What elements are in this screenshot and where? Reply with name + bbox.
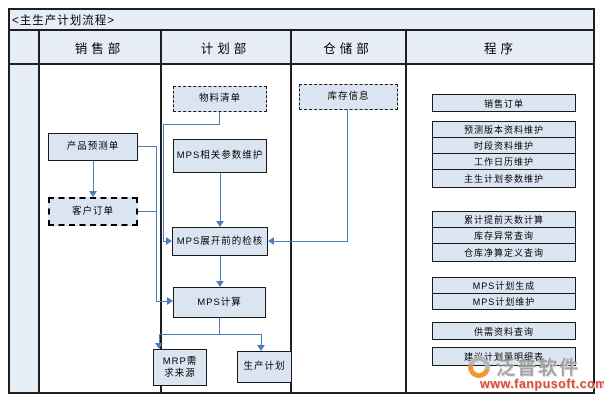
program-box-inventory-exception: 库存异常查询 bbox=[432, 227, 576, 244]
grid-line bbox=[8, 63, 595, 65]
arrowhead-icon bbox=[216, 281, 224, 287]
program-box-mps-parameter: 主生计划参数维护 bbox=[432, 169, 576, 188]
grid-line bbox=[8, 29, 595, 31]
arrowhead-icon bbox=[257, 345, 265, 351]
program-box-mps-maintain: MPS计划维护 bbox=[432, 293, 576, 310]
connector-line bbox=[163, 124, 220, 125]
connector-line bbox=[261, 334, 262, 345]
program-box-time-bucket: 时段资料维护 bbox=[432, 137, 576, 154]
connector-line bbox=[156, 146, 157, 302]
arrowhead-icon bbox=[167, 297, 173, 305]
left-gutter-column bbox=[10, 64, 38, 392]
connector-line bbox=[274, 241, 348, 242]
connector-line bbox=[219, 111, 220, 125]
connector-line bbox=[347, 110, 348, 242]
connector-line bbox=[220, 173, 221, 221]
column-header-programs: 程序 bbox=[483, 41, 517, 56]
program-box-mps-generate: MPS计划生成 bbox=[432, 277, 576, 294]
page-title: <主生产计划流程> bbox=[12, 15, 115, 27]
flow-box-inventory-info: 库存信息 bbox=[299, 84, 398, 110]
connector-line bbox=[93, 161, 94, 192]
program-box-suggested-plan-detail: 建议计划量明细表 bbox=[432, 347, 576, 366]
column-header-sales: 销售部 bbox=[74, 41, 125, 56]
connector-line bbox=[138, 146, 157, 147]
header-row-background bbox=[10, 30, 593, 64]
watermark: 泛普软件 www.fanpusoft.com bbox=[463, 351, 604, 401]
connector-line bbox=[156, 301, 167, 302]
arrowhead-icon bbox=[268, 237, 274, 245]
arrowhead-icon bbox=[155, 343, 163, 349]
title-row-background bbox=[10, 10, 593, 30]
connector-line bbox=[220, 256, 221, 281]
arrowhead-icon bbox=[166, 237, 172, 245]
connector-line bbox=[138, 211, 157, 212]
brand-name: 泛普软件 bbox=[496, 358, 581, 379]
flow-box-production-plan: 生产计划 bbox=[237, 351, 292, 383]
flow-box-bom: 物料清单 bbox=[173, 86, 267, 112]
flow-box-mrp-demand-source: MRP需求来源 bbox=[153, 349, 207, 386]
column-header-warehouse: 仓储部 bbox=[323, 41, 373, 56]
flow-box-customer-order: 客户订单 bbox=[48, 197, 138, 226]
grid-line bbox=[405, 30, 407, 394]
program-box-sales-order: 销售订单 bbox=[432, 94, 576, 112]
table-frame bbox=[8, 8, 595, 394]
column-header-planning: 计划部 bbox=[200, 41, 251, 56]
flow-box-product-forecast: 产品预测单 bbox=[48, 133, 138, 161]
grid-line bbox=[38, 30, 40, 394]
connector-line bbox=[219, 318, 220, 335]
connector-line bbox=[159, 334, 262, 335]
grid-line bbox=[160, 30, 162, 394]
connector-line bbox=[163, 124, 164, 242]
connector-line bbox=[159, 334, 160, 343]
program-box-net-calc-definition: 仓库净算定义查询 bbox=[432, 243, 576, 262]
grid-line bbox=[290, 30, 292, 394]
flow-box-mps-precheck: MPS展开前的检核 bbox=[172, 227, 268, 256]
connector-line bbox=[163, 241, 167, 242]
arrowhead-icon bbox=[89, 191, 97, 197]
flow-box-mps-calculation: MPS计算 bbox=[173, 287, 266, 318]
program-box-lead-days: 累计提前天数计算 bbox=[432, 211, 576, 228]
brand-url: www.fanpusoft.com bbox=[480, 377, 604, 391]
program-box-supply-demand-query: 供需资料查询 bbox=[432, 322, 576, 340]
program-box-work-calendar: 工作日历维护 bbox=[432, 153, 576, 170]
program-box-forecast-version: 预测版本资料维护 bbox=[432, 121, 576, 138]
arrowhead-icon bbox=[216, 221, 224, 227]
flow-box-mps-parameters: MPS相关参数维护 bbox=[173, 139, 267, 173]
